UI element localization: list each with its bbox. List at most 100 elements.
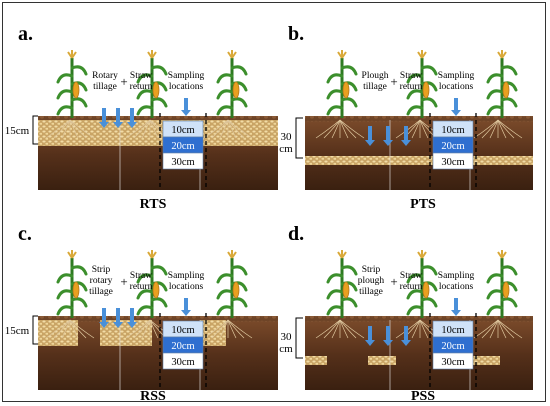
core-depth-label: 30cm — [171, 357, 194, 368]
panel-letter: c. — [18, 223, 32, 245]
depth-bracket — [32, 115, 38, 145]
straw-label: Straw — [130, 271, 152, 281]
depth-label: 30 — [281, 131, 293, 143]
panel-letter: b. — [288, 23, 304, 45]
depth-label: 30 — [281, 331, 293, 343]
corn-plant — [486, 50, 518, 118]
sampling-label: Sampling — [438, 71, 475, 81]
soil-surface — [38, 316, 278, 322]
straw-strip — [305, 356, 327, 365]
corn-plant — [406, 50, 438, 118]
plus-sign: + — [120, 74, 127, 89]
panel-caption: PSS — [411, 389, 435, 404]
tillage-label: rotary — [90, 276, 113, 286]
core-depth-label: 10cm — [171, 325, 194, 336]
core-depth-label: 20cm — [441, 141, 464, 152]
straw-layer — [305, 156, 533, 165]
corn-plant — [56, 50, 88, 118]
core-depth-label: 30cm — [441, 157, 464, 168]
panel-2: b.Ploughtillage+StrawreturnSamplinglocat… — [279, 23, 533, 212]
tillage-arrow — [401, 326, 411, 346]
depth-bracket — [295, 117, 303, 159]
straw-label: return — [130, 282, 153, 292]
tillage-arrow — [401, 126, 411, 146]
sampling-arrow — [451, 298, 461, 316]
core-depth-label: 10cm — [441, 325, 464, 336]
plus-sign: + — [390, 74, 397, 89]
core-depth-label: 10cm — [441, 125, 464, 136]
tillage-arrow — [113, 308, 123, 328]
tillage-label: Strip — [92, 265, 111, 275]
root-system — [315, 319, 365, 339]
tillage-label: tillage — [89, 287, 113, 297]
corn-plant — [136, 50, 168, 118]
sampling-label: locations — [169, 82, 204, 92]
tillage-label: tillage — [93, 82, 117, 92]
tillage-label: tillage — [359, 287, 383, 297]
corn-plant — [326, 50, 358, 118]
straw-label: Straw — [400, 271, 422, 281]
sampling-arrow — [181, 298, 191, 316]
sampling-label: locations — [169, 282, 204, 292]
corn-plant — [56, 250, 88, 318]
straw-label: return — [400, 282, 423, 292]
panel-caption: RSS — [140, 389, 166, 404]
tillage-arrow — [383, 326, 393, 346]
tillage-arrow — [365, 126, 375, 146]
core-depth-label: 20cm — [171, 141, 194, 152]
sampling-label: locations — [439, 282, 474, 292]
corn-plant — [326, 250, 358, 318]
sampling-arrow — [451, 98, 461, 116]
sampling-label: Sampling — [168, 271, 205, 281]
panel-caption: RTS — [140, 197, 167, 212]
soil-surface — [305, 116, 533, 122]
straw-strip — [470, 356, 500, 365]
soil-surface — [305, 316, 533, 322]
root-system — [45, 319, 95, 339]
soil-profile — [305, 120, 533, 190]
tillage-arrow — [127, 108, 137, 128]
depth-bracket — [295, 317, 303, 359]
plus-sign: + — [390, 274, 397, 289]
root-system — [315, 119, 365, 139]
corn-plant — [136, 250, 168, 318]
tillage-label: plough — [358, 276, 385, 286]
depth-bracket — [32, 315, 38, 345]
straw-label: Straw — [130, 71, 152, 81]
tillage-arrow — [99, 108, 109, 128]
straw-strip — [100, 320, 152, 346]
soil-surface — [38, 116, 278, 122]
tillage-arrow — [365, 326, 375, 346]
tillage-arrow — [127, 308, 137, 328]
straw-label: return — [400, 82, 423, 92]
straw-strip — [200, 320, 226, 346]
corn-plant — [406, 250, 438, 318]
straw-label: return — [130, 82, 153, 92]
straw-strip — [38, 320, 78, 346]
straw-label: Straw — [400, 71, 422, 81]
sampling-label: Sampling — [168, 71, 205, 81]
sampling-label: Sampling — [438, 271, 475, 281]
corn-plant — [216, 250, 248, 318]
depth-label: 15cm — [5, 325, 30, 337]
tillage-label: tillage — [363, 82, 387, 92]
tillage-arrow — [99, 308, 109, 328]
corn-plant — [216, 50, 248, 118]
plus-sign: + — [120, 274, 127, 289]
depth-label: cm — [279, 143, 293, 155]
figure-frame — [2, 2, 546, 402]
straw-layer — [38, 120, 278, 146]
root-system — [203, 119, 253, 139]
core-depth-label: 20cm — [441, 341, 464, 352]
tillage-arrow — [383, 126, 393, 146]
panel-letter: a. — [18, 23, 33, 45]
tillage-label: Rotary — [92, 71, 118, 81]
core-depth-label: 10cm — [171, 125, 194, 136]
straw-strip — [368, 356, 396, 365]
sampling-arrow — [181, 98, 191, 116]
tillage-label: Strip — [362, 265, 381, 275]
tillage-label: Plough — [362, 71, 389, 81]
core-depth-label: 30cm — [441, 357, 464, 368]
